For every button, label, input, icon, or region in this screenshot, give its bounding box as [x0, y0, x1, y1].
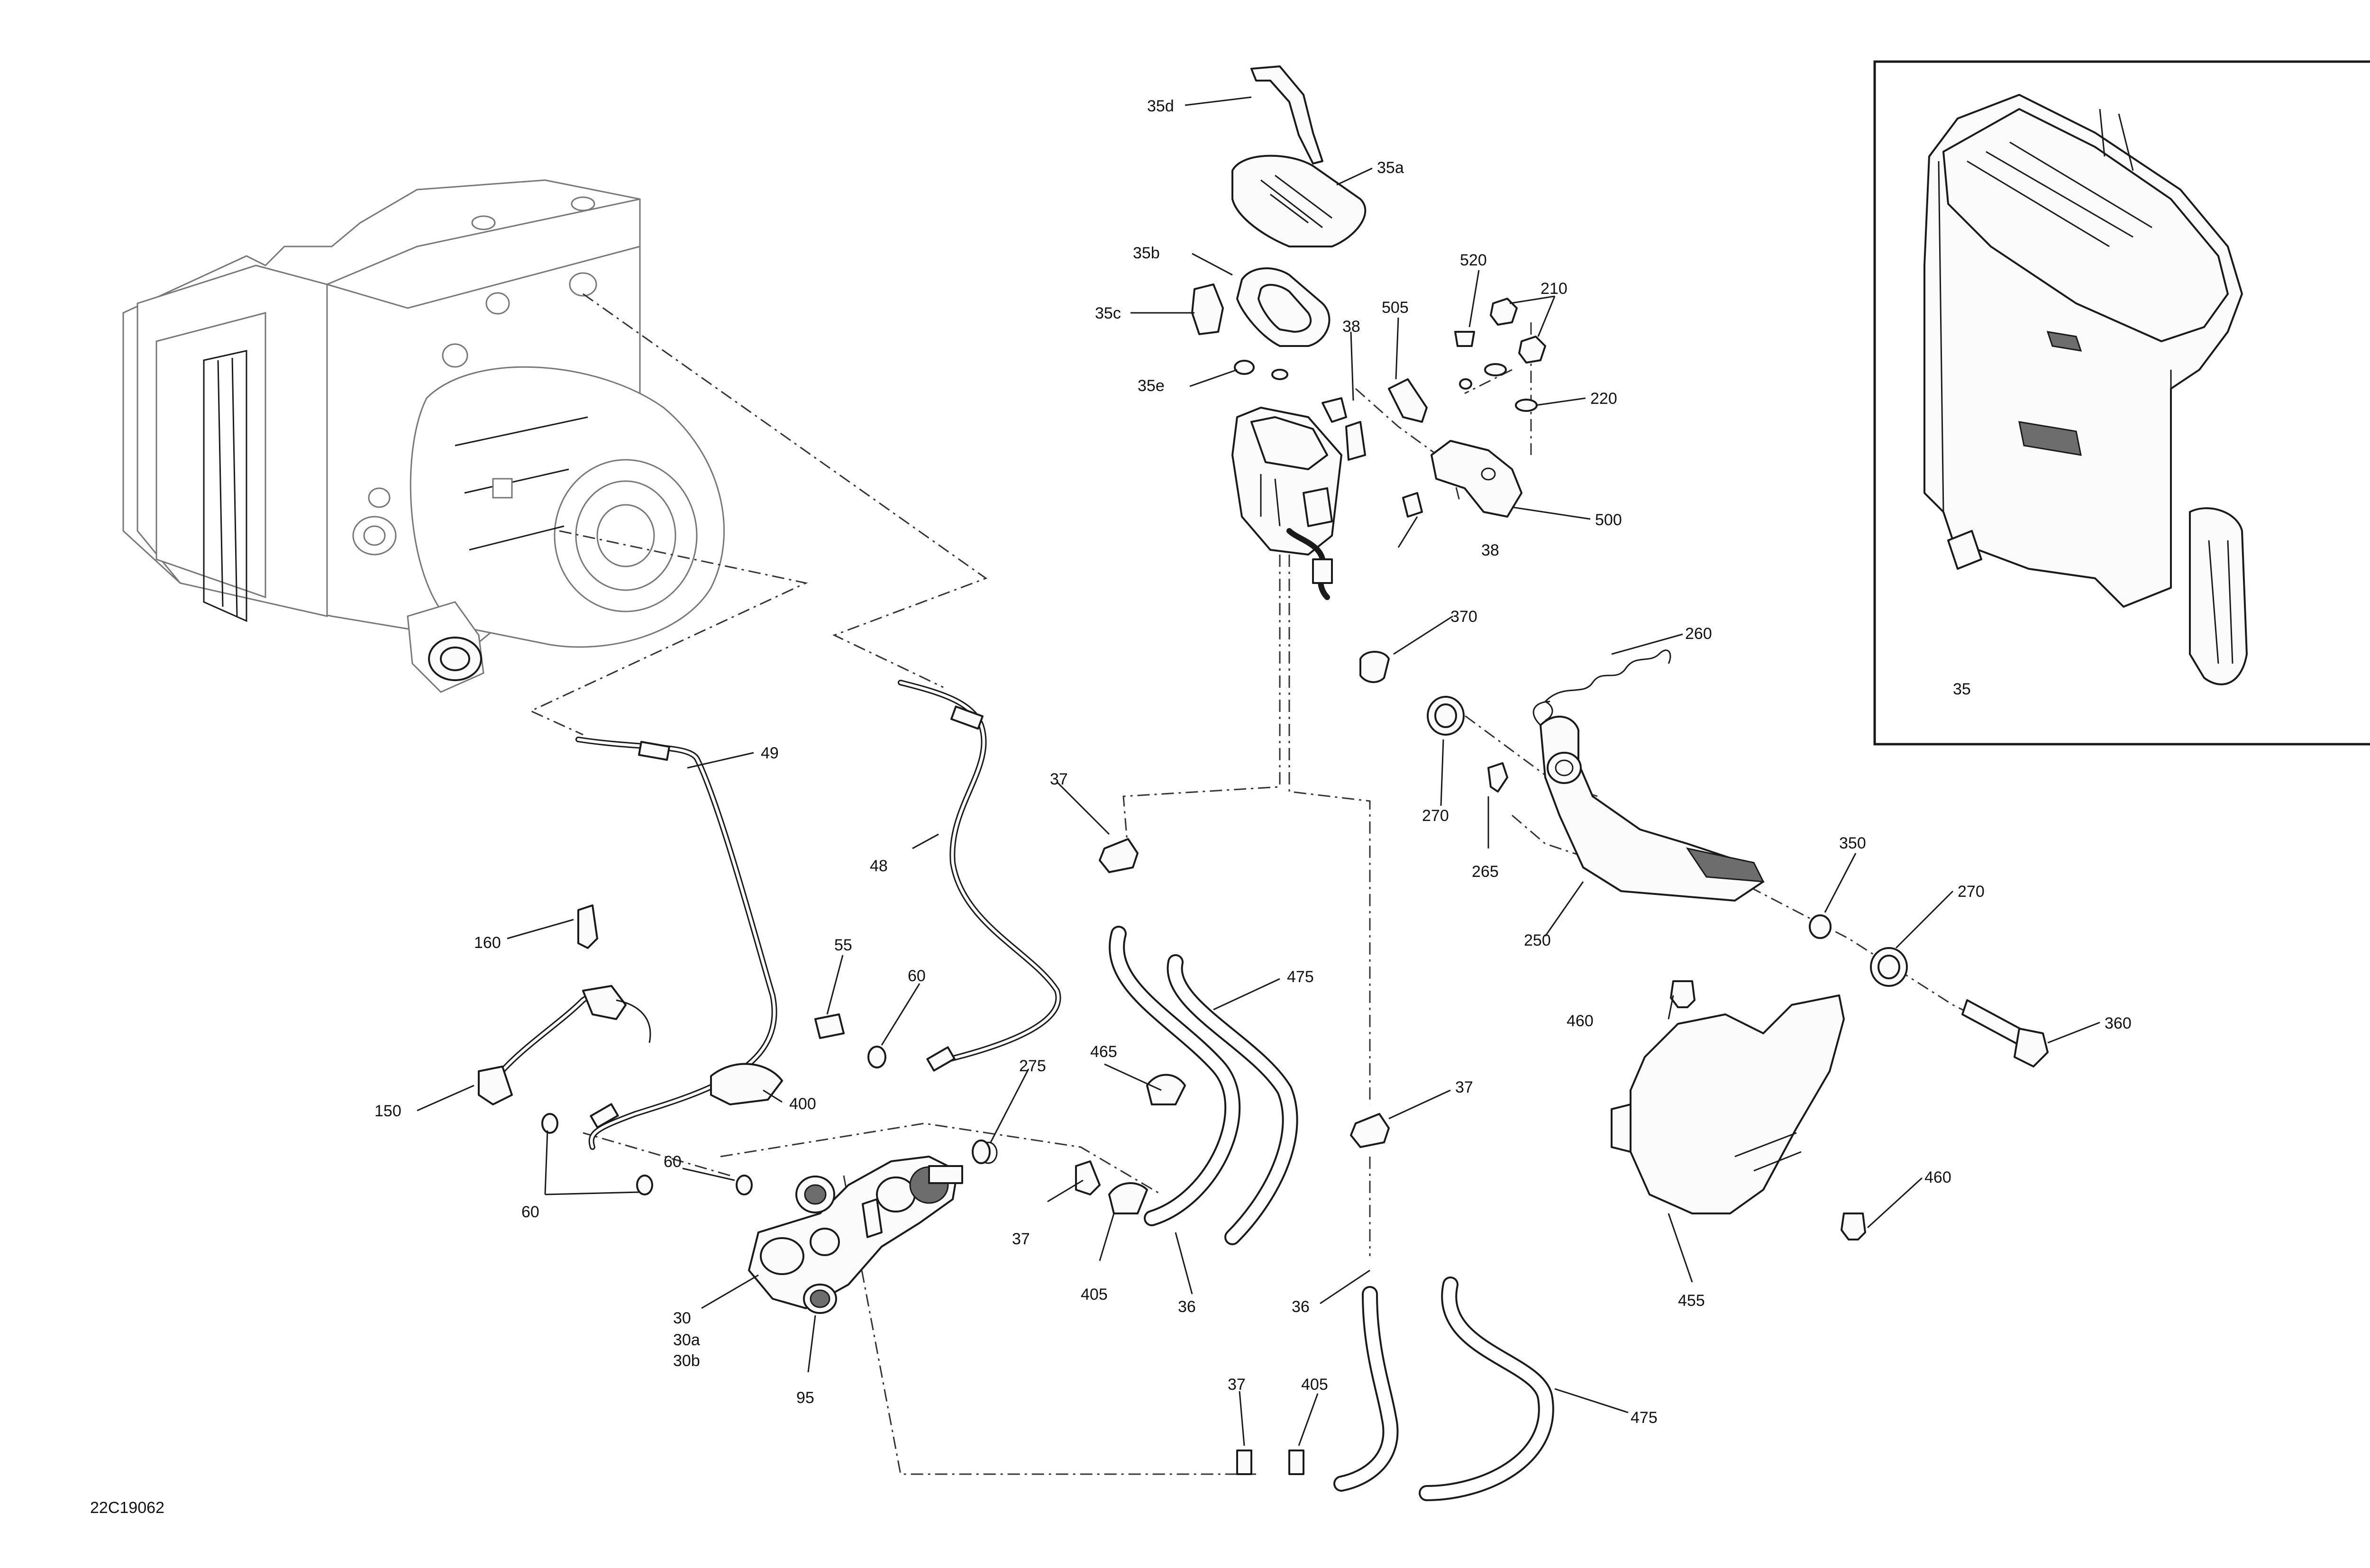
callout-48: 48	[870, 857, 888, 875]
callout-475-a: 475	[1287, 968, 1314, 986]
callout-270-left: 270	[1422, 807, 1449, 825]
callout-210: 210	[1540, 280, 1568, 298]
callout-520: 520	[1460, 251, 1487, 269]
callout-30b: 30b	[673, 1352, 700, 1370]
callout-labels: 35d 35a 35b 35c 35e 38 505 520 210 220 3…	[90, 97, 2132, 1517]
callout-35c: 35c	[1095, 304, 1121, 322]
callout-49: 49	[761, 744, 779, 762]
brake-switch	[478, 904, 651, 1105]
abs-module	[122, 179, 725, 693]
callout-405-a: 405	[1081, 1285, 1108, 1304]
callout-370: 370	[1450, 608, 1477, 626]
callout-36-a: 36	[1178, 1298, 1196, 1316]
callout-36-b: 36	[1292, 1298, 1310, 1316]
hoses	[1109, 926, 1554, 1501]
callout-37-d: 37	[1228, 1376, 1246, 1394]
callout-35e: 35e	[1138, 377, 1165, 395]
callout-35d: 35d	[1147, 97, 1174, 115]
callout-270-right: 270	[1958, 883, 1985, 901]
callout-260: 260	[1685, 625, 1712, 643]
inset-callout-35: 35	[1953, 680, 1971, 698]
callout-35b: 35b	[1133, 244, 1160, 262]
leader-lines	[417, 96, 2100, 1446]
callout-60-b: 60	[664, 1153, 682, 1171]
callout-460-a: 460	[1567, 1012, 1594, 1030]
brake-pedal-assembly	[1359, 649, 2049, 1067]
callout-360: 360	[2105, 1014, 2132, 1032]
callout-37-c: 37	[1012, 1230, 1030, 1248]
callout-60-c: 60	[521, 1203, 539, 1221]
callout-60-a: 60	[908, 967, 926, 985]
fittings	[541, 1013, 886, 1195]
callout-500: 500	[1595, 511, 1622, 529]
callout-30a: 30a	[673, 1331, 700, 1349]
callout-37-b: 37	[1455, 1078, 1473, 1096]
callout-38-top: 38	[1342, 318, 1360, 336]
callout-250: 250	[1524, 931, 1551, 949]
brake-lines	[575, 680, 1061, 1150]
master-cylinder	[748, 1141, 998, 1314]
callout-460-b: 460	[1924, 1168, 1951, 1186]
callout-400: 400	[789, 1095, 816, 1113]
callout-505: 505	[1382, 299, 1409, 317]
pedal-guard	[1611, 980, 1866, 1240]
callout-465: 465	[1090, 1043, 1117, 1061]
callout-265: 265	[1472, 863, 1499, 881]
callout-35a: 35a	[1377, 159, 1404, 177]
callout-475-b: 475	[1631, 1409, 1658, 1427]
callout-150: 150	[374, 1102, 401, 1120]
callout-455: 455	[1678, 1292, 1705, 1310]
callout-37-a: 37	[1050, 770, 1068, 788]
callout-38-bottom: 38	[1481, 541, 1499, 559]
callout-160: 160	[474, 934, 501, 952]
assembly-lines	[529, 293, 2029, 1475]
callout-30: 30	[673, 1309, 691, 1327]
diagram-id: 22C19062	[90, 1499, 164, 1517]
callout-350: 350	[1839, 834, 1866, 852]
callout-220: 220	[1590, 390, 1617, 408]
connector-assembly	[1191, 65, 1546, 600]
clamps	[972, 838, 1390, 1475]
callout-95: 95	[796, 1389, 814, 1407]
callout-275: 275	[1019, 1057, 1046, 1075]
callout-55: 55	[834, 936, 852, 954]
inset-panel	[1873, 60, 2370, 746]
callout-405-b: 405	[1301, 1376, 1328, 1394]
